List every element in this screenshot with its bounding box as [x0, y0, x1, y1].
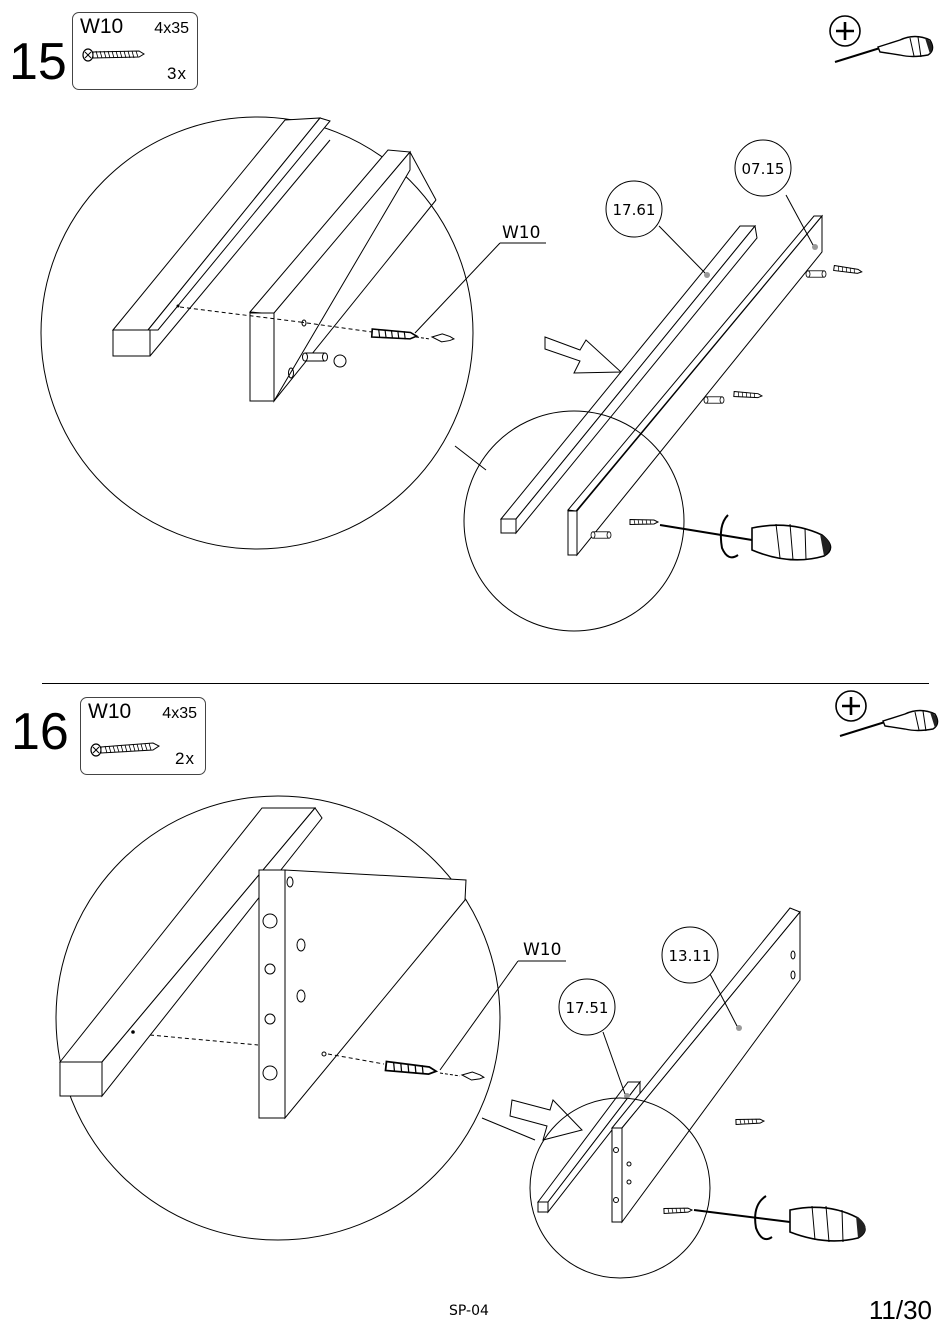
phillips-screwdriver-icon: [836, 691, 938, 736]
screwdriver-illustration: [694, 1196, 866, 1242]
panel-detail: [259, 870, 466, 1118]
label-17-51: 17.51: [566, 999, 609, 1017]
panel-assembled: [568, 216, 822, 555]
page-number: 11/30: [869, 1295, 932, 1326]
direction-arrow: [545, 337, 621, 373]
screwdriver-illustration: [660, 515, 831, 560]
label-17-61: 17.61: [613, 201, 656, 219]
phillips-screwdriver-icon: [830, 16, 933, 62]
callout-w10-label: W10: [502, 223, 540, 243]
label-13-11: 13.11: [669, 947, 712, 965]
callout-w10-label: W10: [523, 940, 561, 960]
label-07-15: 07.15: [742, 160, 785, 178]
document-code: SP-04: [449, 1303, 489, 1319]
